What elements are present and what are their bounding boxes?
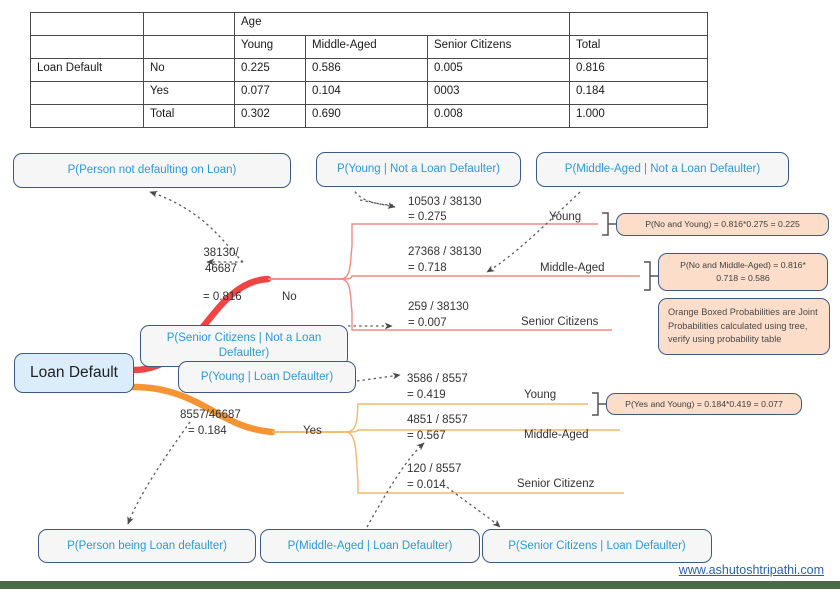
yes-child-1-ratio: 4851 / 8557 <box>407 414 468 426</box>
cell-total-senior: 0.008 <box>426 104 571 128</box>
joint-box-no-young[interactable]: P(No and Young) = 0.816*0.275 = 0.225 <box>616 213 829 236</box>
yes-child-0-ratio: 3586 / 8557 <box>407 373 468 385</box>
joint-note-box[interactable]: Orange Boxed Probabilities are Joint Pro… <box>658 298 830 355</box>
yes-child-0-age-label: Young <box>524 389 557 401</box>
cell-blank-7 <box>30 104 144 128</box>
table-row-total: Total 0.302 0.690 0.008 1.000 <box>30 104 708 128</box>
no-child-1-ratio: 27368 / 38130 <box>408 246 482 258</box>
footer-website-link[interactable]: www.ashutoshtripathi.com <box>678 563 824 577</box>
leader-middleaged-not-defaulter <box>486 191 581 273</box>
callout-young-not-defaulter[interactable]: P(Young | Not a Loan Defaulter) <box>316 152 521 187</box>
no-child-2-age-label: Senior Citizens <box>521 316 599 328</box>
cell-blank-2 <box>143 12 235 36</box>
yes-child-1-age-label: Middle-Aged <box>524 429 589 441</box>
no-child-0-age-label: Young <box>549 211 582 223</box>
callout-senior-defaulter[interactable]: P(Senior Citizens | Loan Defaulter) <box>482 529 712 563</box>
branch-yes-prob: = 0.184 <box>188 425 227 437</box>
cell-yes-young: 0.077 <box>233 81 307 105</box>
callout-middleaged-defaulter[interactable]: P(Middle-Aged | Loan Defaulter) <box>260 529 480 563</box>
cell-blank-3 <box>569 12 708 36</box>
bracket-no-middle <box>644 261 658 291</box>
callout-young-defaulter[interactable]: P(Young | Loan Defaulter) <box>178 361 356 393</box>
cell-no-middle: 0.586 <box>305 58 428 82</box>
yes-child-0-prob: = 0.419 <box>407 389 446 401</box>
no-child-2-ratio: 259 / 38130 <box>408 301 469 313</box>
leader-young-not-defaulter-arrow <box>359 199 396 209</box>
joint-box-no-middleaged[interactable]: P(No and Middle-Aged) = 0.816* 0.718 = 0… <box>658 253 828 291</box>
leader-person-being-defaulter <box>127 421 191 525</box>
row-label-yes: Yes <box>143 81 235 105</box>
branch-no-prob: = 0.816 <box>203 291 242 303</box>
no-child-2-prob: = 0.007 <box>408 317 447 329</box>
leader-young-defaulter <box>356 372 401 382</box>
branch-label-yes: Yes <box>303 425 322 437</box>
row-label-no: No <box>143 58 235 82</box>
no-child-0-ratio: 10503 / 38130 <box>408 196 482 208</box>
table-row-yes: Yes 0.077 0.104 0003 0.184 <box>30 81 708 105</box>
table-row-header-cols: Young Middle-Aged Senior Citizens Total <box>30 35 708 59</box>
callout-person-being-defaulter[interactable]: P(Person being Loan defaulter) <box>38 529 256 563</box>
row-label-total: Total <box>143 104 235 128</box>
cell-yes-middle: 0.104 <box>305 81 428 105</box>
callout-middleaged-not-defaulter[interactable]: P(Middle-Aged | Not a Loan Defaulter) <box>536 152 789 187</box>
cell-age-header: Age <box>234 12 570 36</box>
yes-child-2-prob: = 0.014 <box>407 479 446 491</box>
col-header-middle-aged: Middle-Aged <box>305 35 428 59</box>
bracket-yes-young <box>592 392 606 416</box>
yes-child-1-prob: = 0.567 <box>407 430 446 442</box>
cell-blank-1 <box>30 12 144 36</box>
cell-yes-total: 0.184 <box>569 81 708 105</box>
no-child-1-age-label: Middle-Aged <box>540 262 605 274</box>
footer-green-bar <box>0 581 840 589</box>
leader-senior-defaulter <box>446 486 501 528</box>
no-split-middle <box>268 275 640 280</box>
col-header-total: Total <box>569 35 708 59</box>
no-child-0-prob: = 0.275 <box>408 211 447 223</box>
probability-table: Age Young Middle-Aged Senior Citizens To… <box>30 12 708 128</box>
row-group-label: Loan Default <box>30 58 144 82</box>
cell-blank-4 <box>30 35 144 59</box>
callout-person-not-defaulting[interactable]: P(Person not defaulting on Loan) <box>13 153 291 188</box>
branch-label-no: No <box>282 291 297 303</box>
cell-blank-5 <box>143 35 235 59</box>
col-header-young: Young <box>233 35 307 59</box>
cell-yes-senior: 0003 <box>426 81 571 105</box>
branch-no-ratio: 38130/ 46687 <box>203 247 239 275</box>
leader-young-not-defaulter <box>353 189 394 206</box>
cell-total-middle: 0.690 <box>305 104 428 128</box>
no-child-1-prob: = 0.718 <box>408 262 447 274</box>
bracket-no-young <box>602 212 616 236</box>
table-row-header-age: Age <box>30 12 708 36</box>
joint-box-yes-young[interactable]: P(Yes and Young) = 0.184*0.419 = 0.077 <box>606 393 802 415</box>
branch-yes-ratio: 8557/46687 <box>180 409 241 421</box>
cell-no-young: 0.225 <box>233 58 307 82</box>
cell-total-young: 0.302 <box>233 104 307 128</box>
cell-total-total: 1.000 <box>569 104 708 128</box>
cell-blank-6 <box>30 81 144 105</box>
table-row-no: Loan Default No 0.225 0.586 0.005 0.816 <box>30 58 708 82</box>
cell-no-total: 0.816 <box>569 58 708 82</box>
cell-no-senior: 0.005 <box>426 58 571 82</box>
yes-child-2-age-label: Senior Citizenz <box>517 478 595 490</box>
yes-child-2-ratio: 120 / 8557 <box>407 463 462 475</box>
col-header-senior-citizens: Senior Citizens <box>426 35 571 59</box>
root-node-loan-default[interactable]: Loan Default <box>14 353 134 393</box>
